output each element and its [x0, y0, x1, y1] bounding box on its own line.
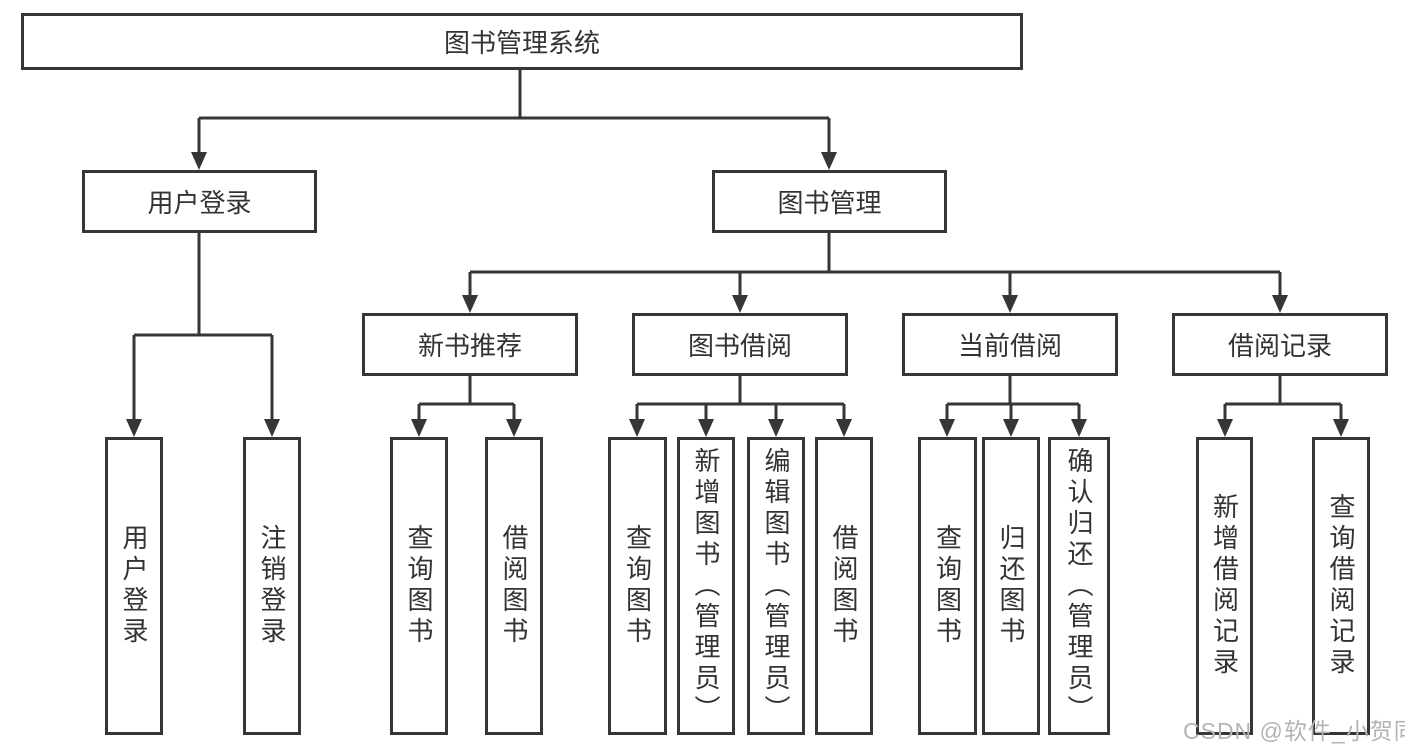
node-root-label: 图书管理系统 — [443, 28, 600, 58]
leaf-cb-confirm-return-admin: 确认归还（管理员） — [1048, 437, 1110, 735]
node-book-borrowing-label: 图书借阅 — [687, 331, 792, 361]
node-root-system: 图书管理系统 — [21, 13, 1023, 70]
node-user-login: 用户登录 — [82, 170, 317, 233]
node-new-book-recommendation: 新书推荐 — [362, 313, 578, 376]
leaf-logout: 注销登录 — [243, 437, 301, 735]
leaf-br-query-borrow-record: 查询借阅记录 — [1312, 437, 1370, 735]
node-borrowing-records-label: 借阅记录 — [1227, 331, 1332, 361]
node-current-borrowing: 当前借阅 — [902, 313, 1118, 376]
leaf-bb-add-book-admin: 新增图书（管理员） — [677, 437, 735, 735]
leaf-bb-edit-book-admin: 编辑图书（管理员） — [747, 437, 805, 735]
node-user-login-label: 用户登录 — [147, 188, 252, 218]
leaf-bb-query-books: 查询图书 — [608, 437, 667, 735]
node-current-borrowing-label: 当前借阅 — [957, 331, 1062, 361]
arrowheads — [126, 152, 1349, 437]
csdn-watermark: CSDN @软件_小贺同学 — [1183, 718, 1405, 744]
leaf-cb-query-books: 查询图书 — [918, 437, 977, 735]
leaf-br-add-borrow-record: 新增借阅记录 — [1196, 437, 1253, 735]
leaf-user-login: 用户登录 — [105, 437, 163, 735]
node-book-management: 图书管理 — [712, 170, 947, 233]
leaf-nbr-query-books: 查询图书 — [390, 437, 448, 735]
leaf-cb-return-books: 归还图书 — [982, 437, 1040, 735]
node-book-management-label: 图书管理 — [777, 188, 882, 218]
node-book-borrowing: 图书借阅 — [632, 313, 848, 376]
leaf-nbr-borrow-books: 借阅图书 — [485, 437, 543, 735]
node-borrowing-records: 借阅记录 — [1172, 313, 1388, 376]
node-new-book-recommendation-label: 新书推荐 — [417, 331, 522, 361]
leaf-bb-borrow-books: 借阅图书 — [815, 437, 873, 735]
